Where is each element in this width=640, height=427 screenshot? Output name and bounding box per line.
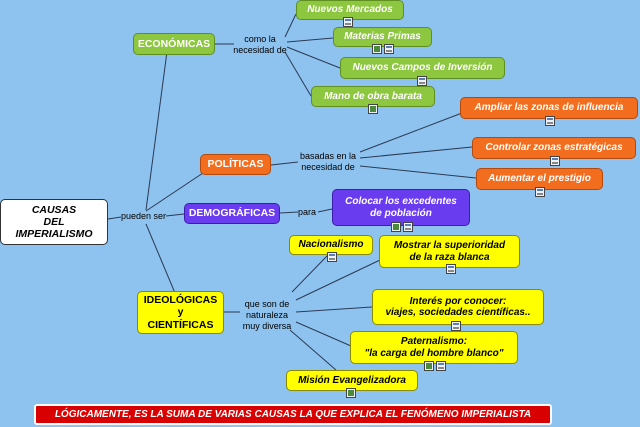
ideologicas-node[interactable]: IDEOLÓGICAS y CIENTÍFICAS: [137, 291, 224, 334]
note-icon[interactable]: [550, 156, 560, 166]
note-icon[interactable]: [535, 187, 545, 197]
image-icon[interactable]: [372, 44, 382, 54]
line-root: [107, 216, 122, 220]
note-icon[interactable]: [343, 17, 353, 27]
demograficas-node[interactable]: DEMOGRÁFICAS: [184, 203, 280, 224]
controlar-zonas-estrategicas-label: Controlar zonas estratégicas: [485, 142, 623, 154]
note-icon[interactable]: [545, 116, 555, 126]
paternalismo-label: Paternalismo: "la carga del hombre blanc…: [364, 336, 504, 359]
image-icon[interactable]: [368, 104, 378, 114]
superioridad-raza-node[interactable]: Mostrar la superioridad de la raza blanc…: [379, 235, 520, 268]
conclusion-text: LÓGICAMENTE, ES LA SUMA DE VARIAS CAUSAS…: [54, 408, 532, 420]
note-icon[interactable]: [417, 76, 427, 86]
line-economicas: [145, 43, 169, 211]
line-demograficas: [165, 213, 185, 217]
root-label: CAUSAS DEL IMPERIALISMO: [15, 203, 93, 241]
note-icon[interactable]: [403, 222, 413, 232]
image-icon[interactable]: [391, 222, 401, 232]
ideologicas-label: IDEOLÓGICAS y CIENTÍFICAS: [143, 294, 218, 331]
paternalismo-node[interactable]: Paternalismo: "la carga del hombre blanc…: [350, 331, 518, 364]
politicas-link-label: basadas en la necesidad de: [299, 151, 357, 172]
line-ideologicas: [145, 223, 176, 294]
note-icon[interactable]: [327, 252, 337, 262]
demograficas-label: DEMOGRÁFICAS: [188, 207, 276, 220]
superioridad-raza-label: Mostrar la superioridad de la raza blanc…: [393, 240, 506, 263]
nacionalismo-label: Nacionalismo: [298, 239, 364, 251]
politicas-node[interactable]: POLÍTICAS: [200, 154, 271, 175]
aumentar-prestigio-label: Aumentar el prestigio: [488, 173, 591, 185]
interes-por-conocer-node[interactable]: Interés por conocer: viajes, sociedades …: [372, 289, 544, 325]
image-icon[interactable]: [346, 388, 356, 398]
nuevos-campos-inversion-label: Nuevos Campos de Inversión: [352, 62, 493, 74]
mano-de-obra-barata-label: Mano de obra barata: [324, 90, 422, 102]
materias-primas-node[interactable]: Materias Primas: [333, 27, 432, 47]
conclusion-banner: LÓGICAMENTE, ES LA SUMA DE VARIAS CAUSAS…: [34, 404, 552, 425]
root-link-label: pueden ser: [121, 211, 167, 221]
note-icon[interactable]: [384, 44, 394, 54]
economicas-label: ECONÓMICAS: [137, 37, 211, 50]
interes-por-conocer-label: Interés por conocer: viajes, sociedades …: [385, 295, 531, 319]
demograficas-link-label: para: [298, 207, 317, 217]
root-node[interactable]: CAUSAS DEL IMPERIALISMO: [0, 199, 108, 245]
ampliar-zonas-influencia-label: Ampliar las zonas de influencia: [474, 102, 624, 114]
note-icon[interactable]: [436, 361, 446, 371]
mision-evangelizadora-label: Misión Evangelizadora: [298, 374, 406, 386]
economicas-link-label: como la necesidad de: [233, 34, 287, 55]
colocar-excedentes-label: Colocar los excedentes de población: [345, 196, 457, 219]
materias-primas-label: Materias Primas: [344, 31, 421, 43]
note-icon[interactable]: [451, 321, 461, 331]
economicas-node[interactable]: ECONÓMICAS: [133, 33, 215, 55]
nuevos-mercados-label: Nuevos Mercados: [307, 4, 393, 16]
image-icon[interactable]: [424, 361, 434, 371]
colocar-excedentes-node[interactable]: Colocar los excedentes de población: [332, 189, 470, 226]
politicas-label: POLÍTICAS: [207, 158, 264, 171]
ideologicas-link-label: que son de naturaleza muy diversa: [242, 299, 292, 331]
note-icon[interactable]: [446, 264, 456, 274]
